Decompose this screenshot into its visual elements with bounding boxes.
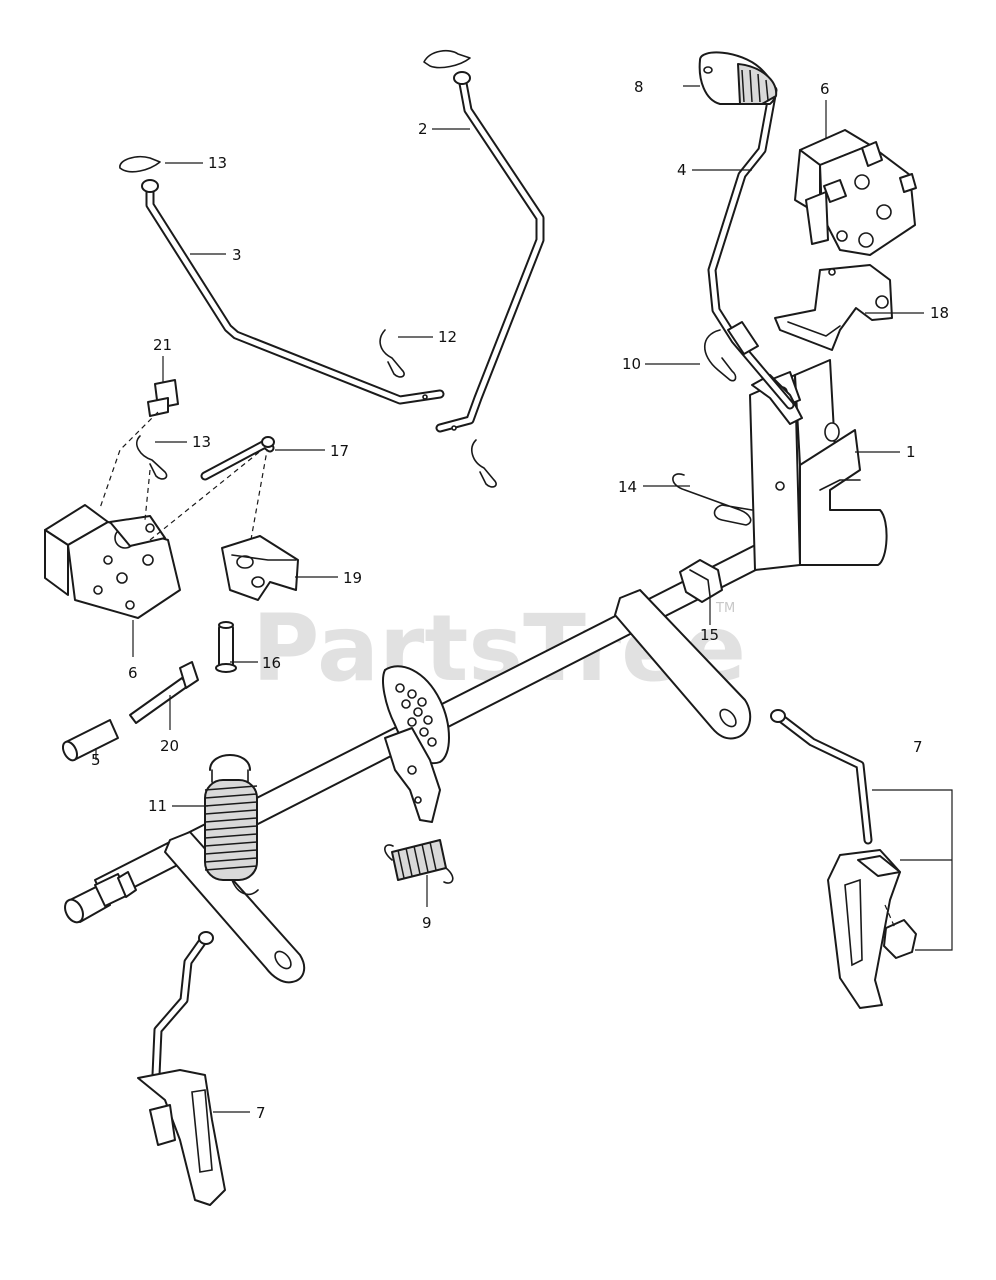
callout-17: 17 (330, 442, 349, 460)
callout-5: 5 (91, 751, 101, 769)
part-17-pin[interactable] (200, 436, 275, 481)
part-18-latch[interactable] (774, 264, 893, 351)
watermark-tm: TM (715, 601, 735, 616)
part-12-clip[interactable] (379, 329, 405, 378)
callout-6-upper: 6 (820, 80, 830, 98)
part-19-block[interactable] (221, 535, 299, 601)
callout-18: 18 (930, 304, 949, 322)
callout-8: 8 (634, 78, 644, 96)
part-1-bracket[interactable] (749, 359, 888, 571)
callout-3: 3 (232, 246, 242, 264)
part-13-clip-lower[interactable] (136, 435, 168, 480)
callout-16: 16 (262, 654, 281, 672)
center-adjust-plate[interactable] (382, 665, 450, 823)
callout-1: 1 (906, 443, 916, 461)
callout-19: 19 (343, 569, 362, 587)
callout-20: 20 (160, 737, 179, 755)
part-16-pin[interactable] (215, 621, 237, 673)
part-10-clip[interactable] (704, 329, 737, 382)
right-lift-arm[interactable] (614, 589, 752, 740)
callout-10: 10 (622, 355, 641, 373)
part-21-bolt[interactable] (147, 379, 179, 417)
part-6-upper-bracket[interactable] (794, 129, 917, 256)
callout-21: 21 (153, 336, 172, 354)
part-6-left-bracket[interactable] (44, 504, 181, 619)
callout-15: 15 (700, 626, 719, 644)
part-4-lift-handle[interactable] (707, 85, 795, 410)
callout-13-lower: 13 (192, 433, 211, 451)
part-13-clip-upper[interactable] (119, 155, 161, 173)
callout-6-left: 6 (128, 664, 138, 682)
part-7-right-linkage[interactable] (770, 709, 917, 1009)
callout-12: 12 (438, 328, 457, 346)
callout-13-upper: 13 (208, 154, 227, 172)
callout-11: 11 (148, 797, 167, 815)
dash-line-17 (149, 443, 269, 546)
part-12-clip-lower[interactable] (471, 439, 497, 488)
callout-4: 4 (677, 161, 687, 179)
callout-9: 9 (422, 914, 432, 932)
part-20-bolt[interactable] (129, 661, 199, 724)
part-11-spring-large[interactable] (204, 754, 259, 896)
callout-2: 2 (418, 120, 428, 138)
part-5-sleeve[interactable] (60, 719, 119, 763)
part-15-nut[interactable] (679, 559, 723, 603)
callout-7-left: 7 (256, 1104, 266, 1122)
part-14-clip[interactable] (672, 473, 753, 526)
part-7-left-linkage[interactable] (137, 931, 226, 1206)
callout-14: 14 (618, 478, 637, 496)
left-lift-arm[interactable] (164, 831, 306, 984)
part-3-rod[interactable] (141, 179, 445, 405)
dash-line-21 (99, 411, 159, 509)
part-9-spring-small[interactable] (384, 839, 454, 884)
part-2-rod[interactable] (423, 49, 545, 433)
part-8-knob[interactable] (698, 51, 778, 105)
callout-7-right: 7 (913, 738, 923, 756)
leader-7a (872, 789, 953, 951)
dash-line-13 (144, 469, 151, 521)
